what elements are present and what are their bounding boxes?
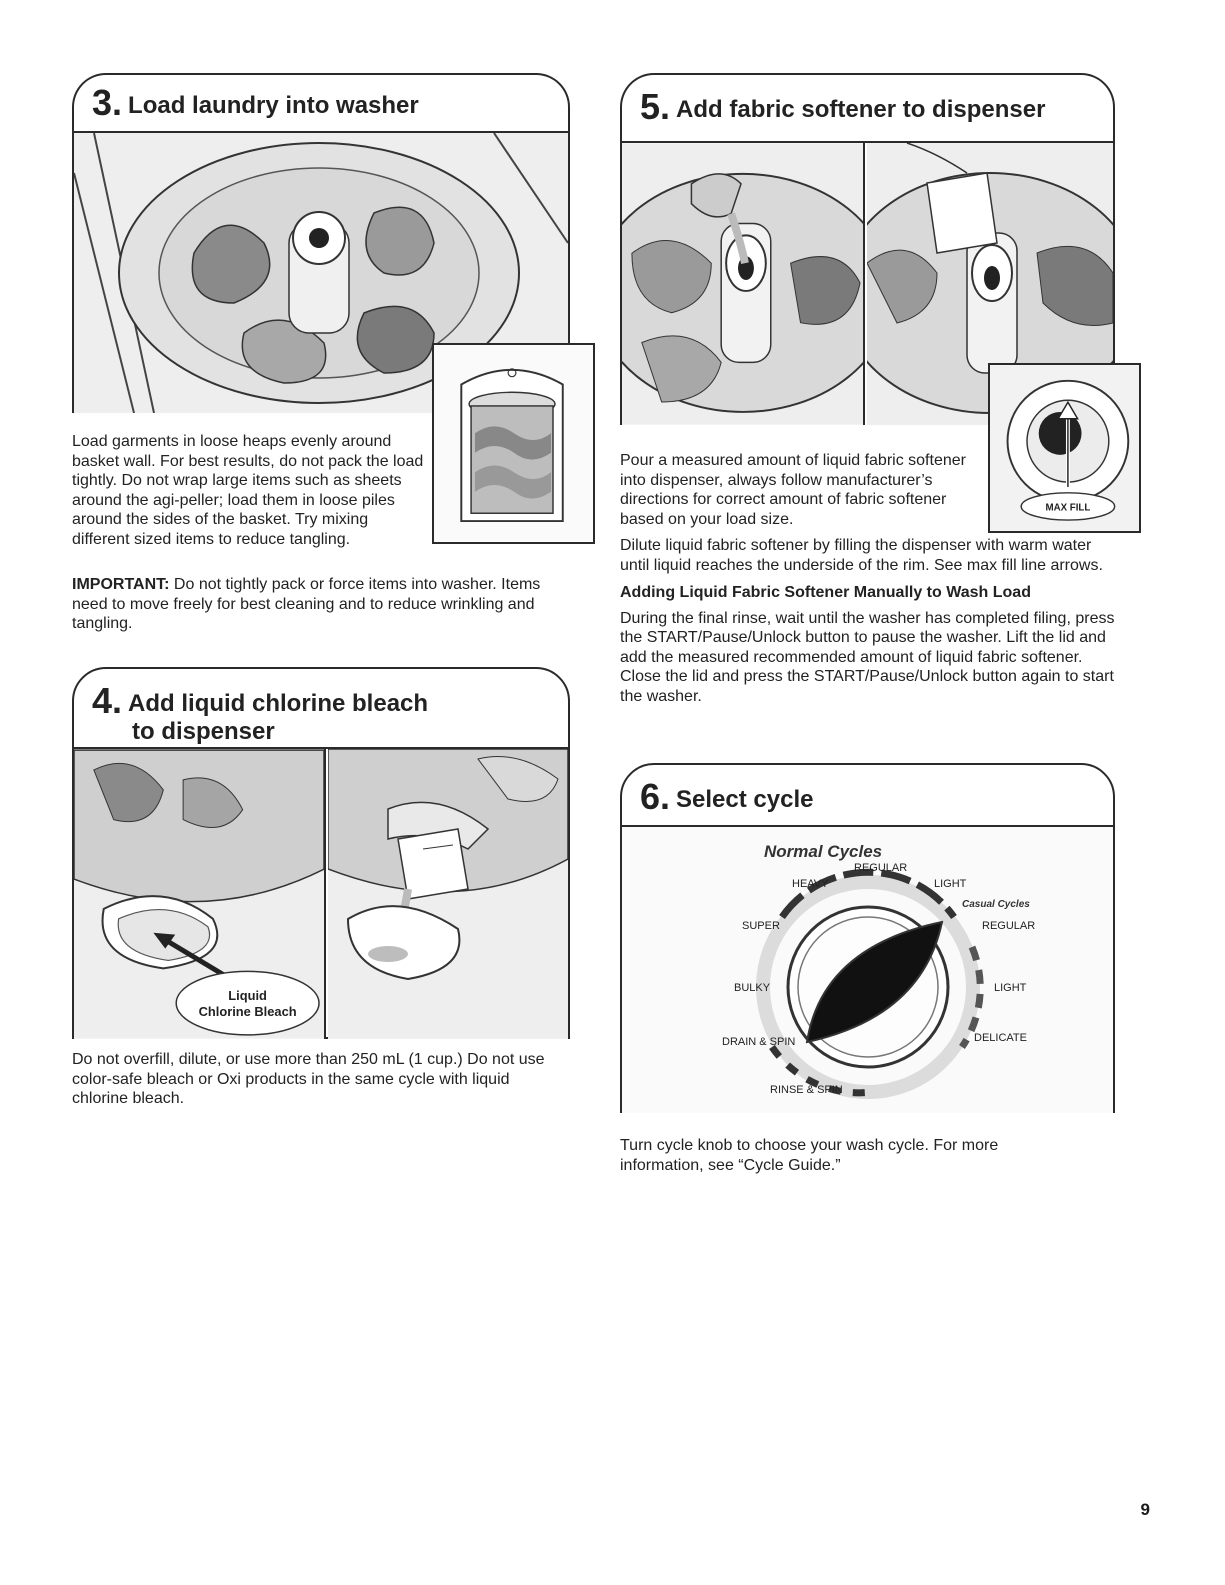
dial-rinse-spin: RINSE & SPIN — [770, 1084, 843, 1096]
step3-body: Load garments in loose heaps evenly arou… — [72, 433, 424, 548]
bleach-callout-line1: Liquid — [228, 988, 267, 1003]
casual-cycles-label: Casual Cycles — [962, 899, 1030, 910]
step4-body: Do not overfill, dilute, or use more tha… — [72, 1051, 545, 1107]
step5-header: 5.Add fabric softener to dispenser — [622, 75, 1113, 143]
important-text: Do not tightly pack or force items into … — [72, 576, 541, 632]
dial-bulky: BULKY — [734, 982, 771, 994]
cycle-dial-area: Normal Cycles REGULAR HEAVY LIGHT Casual… — [622, 827, 1113, 1113]
step6-panel: 6.Select cycle Normal Cycles REGULAR HEA… — [620, 763, 1115, 1113]
step4-title-line1: Add liquid chlorine bleach — [128, 690, 429, 717]
step5-subheading: Adding Liquid Fabric Softener Manually t… — [620, 584, 1031, 601]
step5-number: 5. — [640, 86, 671, 127]
step3-header: 3.Load laundry into washer — [74, 75, 568, 133]
knob-pointer-icon — [805, 920, 944, 1044]
dial-delicate: DELICATE — [974, 1032, 1027, 1044]
normal-cycles-label: Normal Cycles — [764, 842, 882, 861]
dial-super: SUPER — [742, 920, 780, 932]
step5-body2: Dilute liquid fabric softener by filling… — [620, 537, 1103, 574]
step6-header: 6.Select cycle — [622, 765, 1113, 827]
step6-body: Turn cycle knob to choose your wash cycl… — [620, 1137, 999, 1174]
step5-panel: 5.Add fabric softener to dispenser — [620, 73, 1115, 425]
step5-text-top: Pour a measured amount of liquid fabric … — [620, 451, 980, 537]
dial-regular-normal: REGULAR — [854, 862, 907, 874]
maxfill-label: MAX FILL — [1046, 502, 1091, 513]
step4-title: 4.Add liquid chlorine bleach to dispense… — [92, 683, 429, 746]
cycle-knob-diagram: Normal Cycles REGULAR HEAVY LIGHT Casual… — [722, 842, 1035, 1099]
step6-title: 6.Select cycle — [640, 779, 814, 815]
step3-panel: 3.Load laundry into washer — [72, 73, 570, 413]
dial-light-casual: LIGHT — [994, 982, 1027, 994]
step4-illustration-right — [328, 749, 568, 1039]
step4-illustration-left: Liquid Chlorine Bleach — [74, 749, 326, 1039]
step4-header: 4.Add liquid chlorine bleach to dispense… — [74, 669, 568, 749]
step4-number: 4. — [92, 680, 123, 721]
step6-title-text: Select cycle — [676, 786, 814, 813]
dial-regular-casual: REGULAR — [982, 920, 1035, 932]
step5-maxfill-inset: MAX FILL — [988, 363, 1141, 533]
dial-heavy: HEAVY — [792, 878, 829, 890]
step3-important: IMPORTANT: Do not tightly pack or force … — [72, 575, 567, 642]
important-label: IMPORTANT: — [72, 576, 170, 593]
step3-title-text: Load laundry into washer — [128, 92, 419, 119]
pour-softener-bottle-illustration — [622, 144, 863, 424]
bleach-dispenser-illustration: Liquid Chlorine Bleach — [74, 749, 324, 1038]
step5-title-text: Add fabric softener to dispenser — [676, 96, 1046, 123]
step3-number: 3. — [92, 82, 123, 123]
page-number: 9 — [1140, 1500, 1150, 1519]
top-load-washer-icon — [434, 345, 593, 542]
step5-body1: Pour a measured amount of liquid fabric … — [620, 452, 966, 528]
max-fill-dispenser-icon: MAX FILL — [990, 365, 1139, 531]
bleach-callout-line2: Chlorine Bleach — [199, 1004, 297, 1019]
step3-washer-inset — [432, 343, 595, 544]
step5-text: Dilute liquid fabric softener by filling… — [620, 536, 1120, 714]
step4-title-line2: to dispenser — [132, 718, 275, 745]
step4-panel: 4.Add liquid chlorine bleach to dispense… — [72, 667, 570, 1039]
step6-text: Turn cycle knob to choose your wash cycl… — [620, 1136, 1060, 1183]
pouring-bleach-illustration — [328, 749, 568, 1039]
step5-illustration-left — [622, 143, 865, 425]
step5-title: 5.Add fabric softener to dispenser — [640, 89, 1046, 125]
step4-text: Do not overfill, dilute, or use more tha… — [72, 1050, 567, 1117]
dial-drain-spin: DRAIN & SPIN — [722, 1036, 795, 1048]
pour-softener-cup-illustration — [867, 143, 1113, 425]
step5-body3: During the final rinse, wait until the w… — [620, 609, 1115, 705]
dial-light-normal: LIGHT — [934, 878, 967, 890]
step3-text: Load garments in loose heaps evenly arou… — [72, 432, 424, 557]
step3-title: 3.Load laundry into washer — [92, 85, 419, 121]
step6-number: 6. — [640, 776, 671, 817]
